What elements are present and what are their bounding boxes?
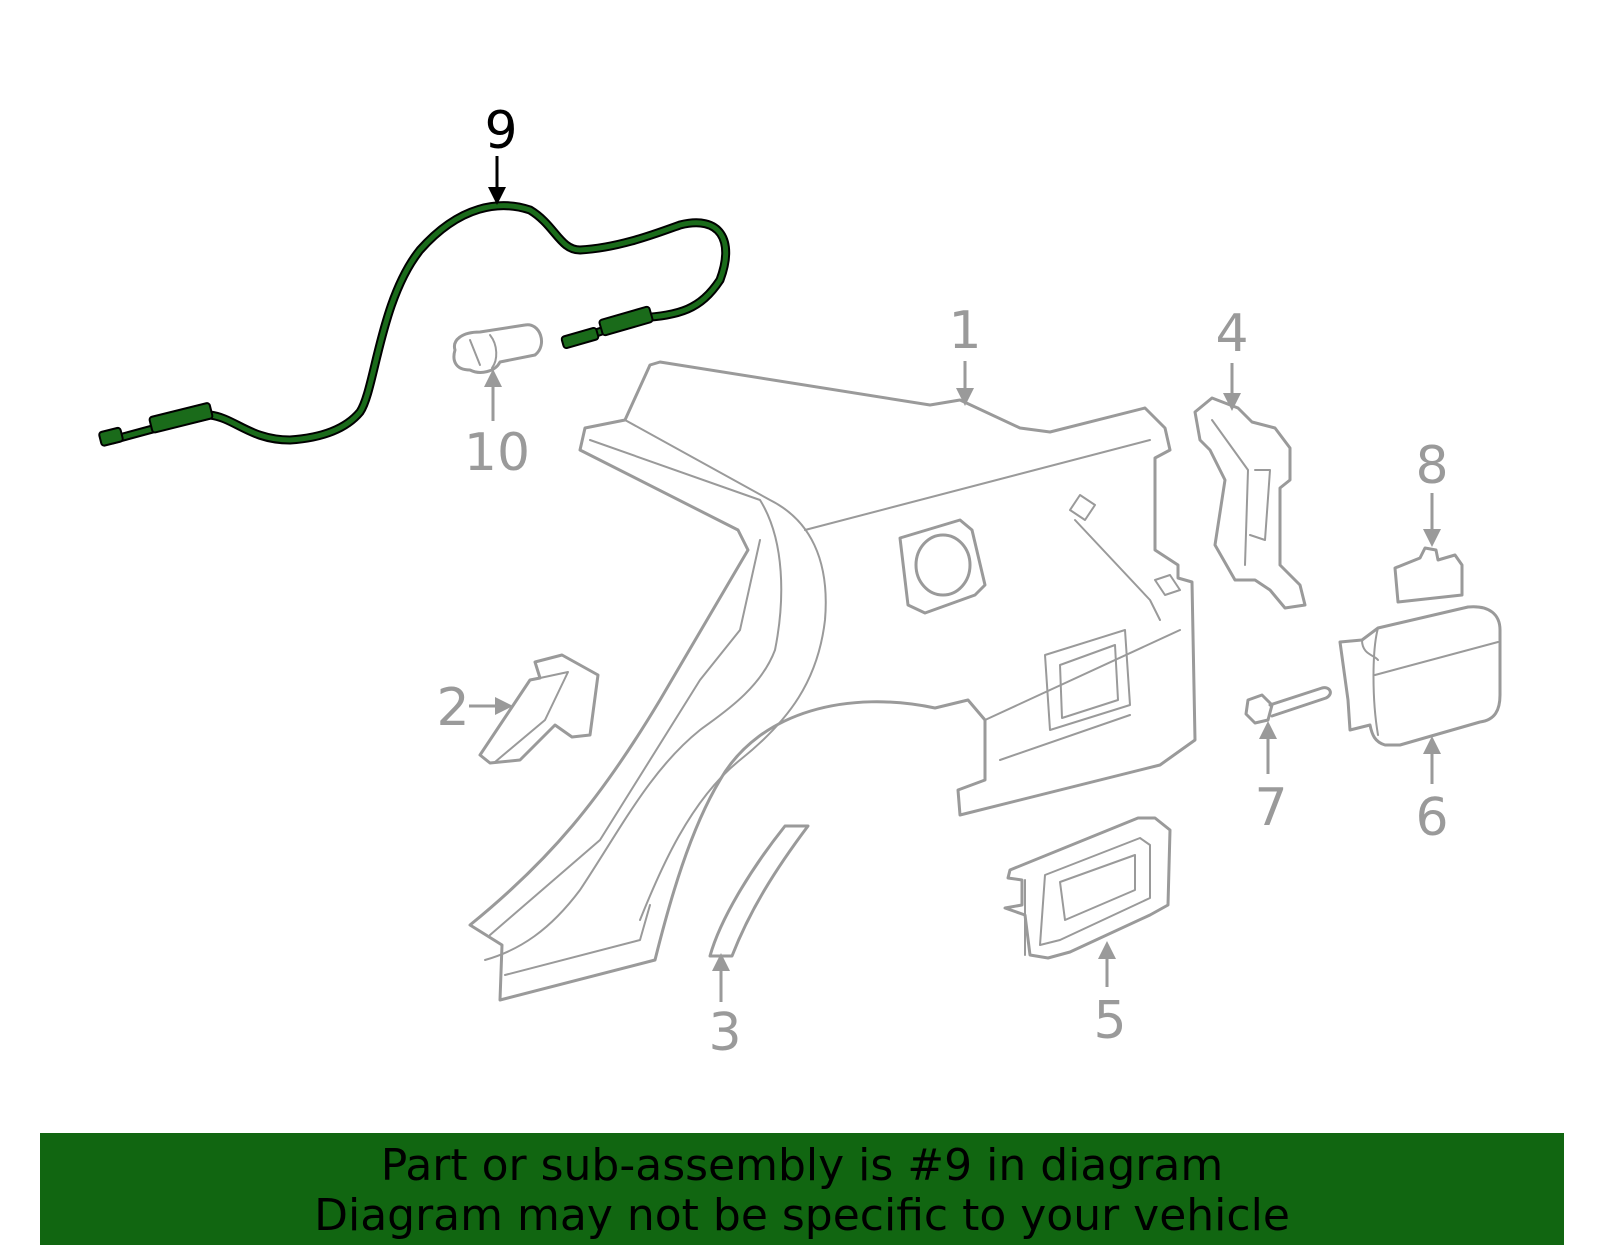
callout-8[interactable]: 8 <box>1415 436 1448 496</box>
part-6-fuel-door[interactable] <box>1338 605 1502 747</box>
part-7-bolt[interactable] <box>1244 686 1332 725</box>
callout-4[interactable]: 4 <box>1215 304 1248 364</box>
banner-line-1: Part or sub-assembly is #9 in diagram <box>380 1140 1224 1191</box>
part-4-bracket[interactable] <box>1193 396 1307 610</box>
callout-1[interactable]: 1 <box>948 301 981 361</box>
callout-arrows <box>469 156 1441 1002</box>
callout-10[interactable]: 10 <box>464 423 530 483</box>
part-5-fuel-housing[interactable] <box>1003 816 1172 960</box>
part-2-bracket[interactable] <box>478 653 600 765</box>
part-10-actuator[interactable] <box>452 323 543 374</box>
part-8-clip[interactable] <box>1393 546 1464 604</box>
part-9-release-cable[interactable] <box>98 201 731 447</box>
info-banner: Part or sub-assembly is #9 in diagram Di… <box>40 1133 1564 1245</box>
part-1-quarter-panel[interactable] <box>468 360 1197 1002</box>
parts-diagram: 1 2 3 4 5 6 7 8 9 10 <box>98 101 1502 1063</box>
callout-9[interactable]: 9 <box>484 101 517 161</box>
part-3-liner[interactable] <box>708 824 810 958</box>
callout-7[interactable]: 7 <box>1254 778 1287 838</box>
callout-3[interactable]: 3 <box>708 1003 741 1063</box>
callout-5[interactable]: 5 <box>1093 991 1126 1051</box>
banner-line-2: Diagram may not be specific to your vehi… <box>314 1190 1290 1241</box>
callout-2[interactable]: 2 <box>436 678 469 738</box>
callout-6[interactable]: 6 <box>1415 788 1448 848</box>
